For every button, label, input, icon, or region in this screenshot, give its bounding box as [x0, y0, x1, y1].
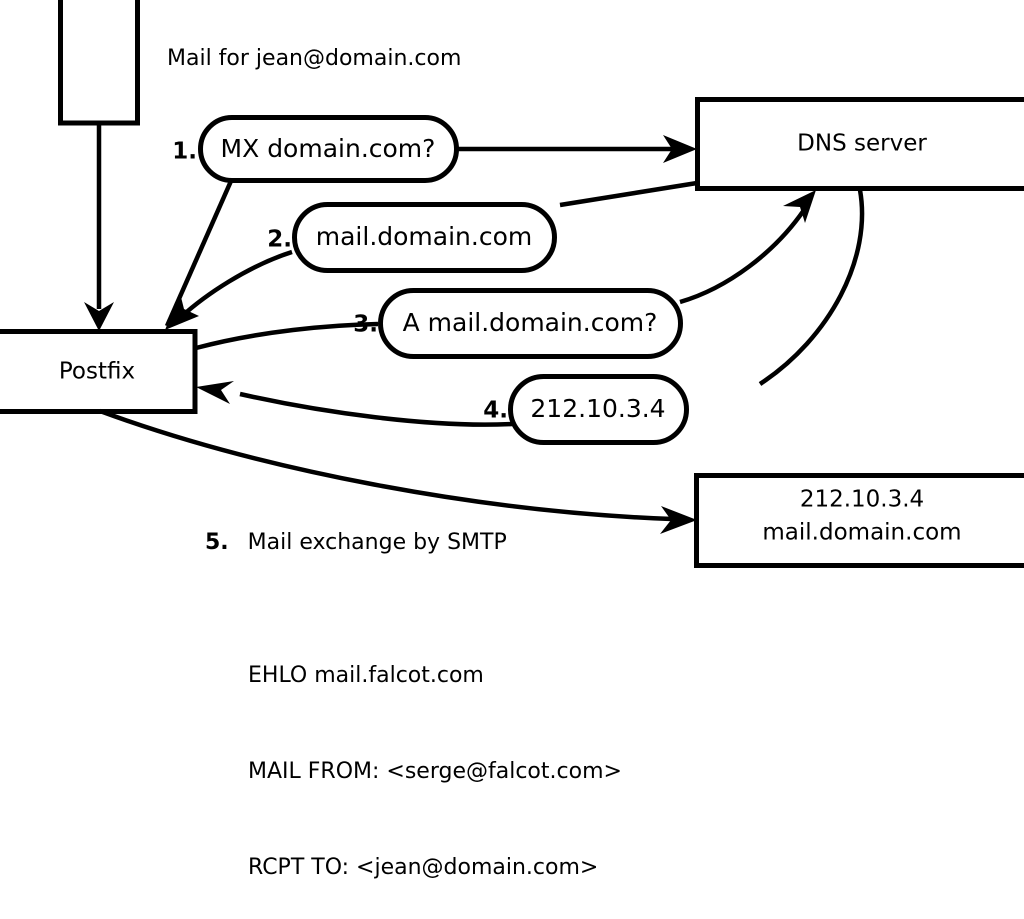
edge-step3-tail	[195, 321, 379, 351]
bubble-step-2	[292, 202, 557, 273]
transcript-line: RCPT TO: <jean@domain.com>	[248, 855, 599, 880]
bubble-step-4-label: 212.10.3.4	[530, 394, 665, 423]
step-number-2: 2.	[267, 227, 292, 253]
edge-step5-arrowhead	[660, 506, 697, 534]
step-5-caption: 5. Mail exchange by SMTP	[205, 530, 507, 555]
edge-step4-tail	[758, 189, 865, 386]
edge-step3-head	[679, 208, 806, 305]
edge-step2-head	[179, 249, 293, 319]
edge-step4-head	[239, 391, 513, 427]
step-number-4: 4.	[483, 398, 508, 424]
step-number-3: 3.	[353, 312, 378, 338]
edge-step2-arrowhead	[165, 293, 199, 330]
node-postfix-box	[0, 329, 198, 414]
edge-step1-arrowhead	[663, 135, 697, 163]
node-target-box	[694, 473, 1024, 568]
bubble-step-3-label: A mail.domain.com?	[403, 308, 658, 337]
transcript-line: MAIL FROM: <serge@falcot.com>	[248, 759, 622, 784]
edge-step5-smtp	[99, 408, 673, 522]
bubble-step-2-label: mail.domain.com	[316, 222, 532, 251]
edge-step4-arrowhead	[196, 381, 234, 404]
bubble-step-1	[198, 115, 459, 183]
edge-step2-tail	[559, 180, 698, 208]
bubble-step-1-label: MX domain.com?	[221, 134, 436, 163]
node-sender-box	[58, 0, 140, 126]
step-number-5: 5.	[205, 530, 229, 555]
node-target-label-ip: 212.10.3.4	[800, 487, 924, 513]
bubble-step-4	[508, 374, 689, 445]
bubble-step-3	[378, 288, 683, 359]
mail-for-caption: Mail for jean@domain.com	[167, 46, 462, 71]
transcript-line: EHLO mail.falcot.com	[248, 663, 484, 688]
node-target-label-host: mail.domain.com	[762, 520, 961, 546]
edge-sender-to-postfix-arrowhead	[84, 302, 114, 331]
step-number-1: 1.	[172, 139, 197, 165]
node-dns-label: DNS server	[797, 131, 927, 157]
smtp-transcript: EHLO mail.falcot.com MAIL FROM: <serge@f…	[248, 596, 622, 919]
step-5-label: Mail exchange by SMTP	[247, 530, 507, 555]
edge-step3-arrowhead	[783, 190, 816, 223]
node-dns-box	[695, 97, 1024, 191]
node-postfix-label: Postfix	[59, 359, 135, 385]
